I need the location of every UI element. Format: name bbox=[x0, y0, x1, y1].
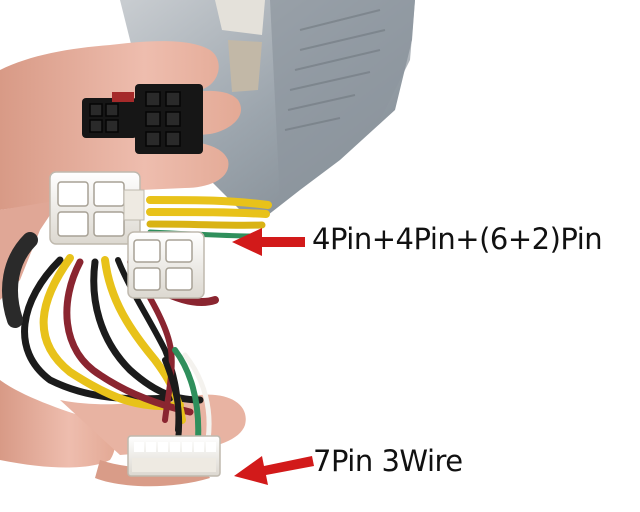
black-8pin-connector bbox=[82, 84, 203, 154]
connector-8pin-label: 4Pin+4Pin+(6+2)Pin bbox=[312, 222, 603, 256]
white-4pin-connector bbox=[49, 171, 145, 245]
white-4pin-connector-2 bbox=[127, 231, 205, 299]
arrow-bottom bbox=[234, 456, 314, 485]
connector-7pin-label: 7Pin 3Wire bbox=[313, 444, 463, 478]
white-7pin-connector bbox=[127, 435, 221, 477]
arrow-top bbox=[232, 228, 305, 256]
wire-bundle bbox=[2, 196, 272, 443]
